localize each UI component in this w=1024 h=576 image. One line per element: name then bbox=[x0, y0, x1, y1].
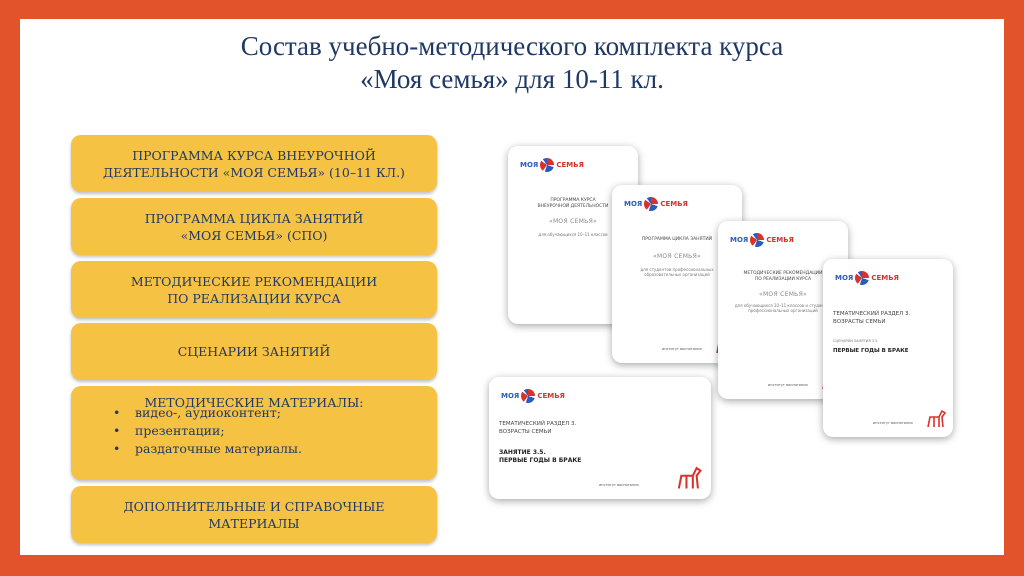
item-method-materials: МЕТОДИЧЕСКИЕ МАТЕРИАЛЫ: видео-, аудиокон… bbox=[71, 386, 437, 480]
doc-text: ПЕРВЫЕ ГОДЫ В БРАКЕ bbox=[499, 457, 582, 464]
item-additional-materials: ДОПОЛНИТЕЛЬНЫЕ И СПРАВОЧНЫЕ МАТЕРИАЛЫ bbox=[71, 486, 437, 543]
item-method-recommendations: МЕТОДИЧЕСКИЕ РЕКОМЕНДАЦИИ ПО РЕАЛИЗАЦИИ … bbox=[71, 261, 437, 318]
list-item: раздаточные материалы. bbox=[113, 440, 302, 458]
materials-list: видео-, аудиоконтент; презентации; разда… bbox=[113, 404, 302, 458]
item-label: МАТЕРИАЛЫ bbox=[208, 515, 300, 531]
doc-text: МЕТОДИЧЕСКИЕ РЕКОМЕНДАЦИИ bbox=[743, 271, 823, 276]
item-label: ДОПОЛНИТЕЛЬНЫЕ И СПРАВОЧНЫЕ bbox=[123, 498, 385, 514]
item-label: СЦЕНАРИИ ЗАНЯТИЙ bbox=[177, 344, 331, 359]
list-item: видео-, аудиоконтент; bbox=[113, 404, 302, 422]
doc-text: для студентов профессиональных образоват… bbox=[640, 267, 714, 277]
doc-text: ПРОГРАММА ЦИКЛА ЗАНЯТИЙ bbox=[641, 237, 713, 242]
doc-text: СЦЕНАРИЙ ЗАНЯТИЯ 3.5 bbox=[833, 339, 878, 343]
doc-text: для обучающихся 10–11 классов bbox=[538, 232, 608, 237]
doc-text: ВОЗРАСТЫ СЕМЬИ bbox=[833, 319, 886, 325]
doc-text: ЗАНЯТИЕ 3.5. bbox=[499, 449, 546, 456]
doc-text: институт воспитания bbox=[768, 383, 808, 387]
item-label: ПО РЕАЛИЗАЦИИ КУРСА bbox=[167, 290, 341, 306]
doc-text: ТЕМАТИЧЕСКИЙ РАЗДЕЛ 3. bbox=[833, 311, 911, 317]
doc-text: ПО РЕАЛИЗАЦИИ КУРСА bbox=[754, 277, 812, 282]
list-item: презентации; bbox=[113, 422, 302, 440]
item-label: ПРОГРАММА КУРСА ВНЕУРОЧНОЙ bbox=[132, 147, 376, 163]
doc-text: ПРОГРАММА КУРСА bbox=[550, 198, 596, 203]
horse-icon bbox=[677, 466, 702, 489]
item-label: ДЕЯТЕЛЬНОСТИ «МОЯ СЕМЬЯ» (10–11 КЛ.) bbox=[103, 164, 405, 180]
title-line-2: «Моя семья» для 10-11 кл. bbox=[360, 64, 664, 94]
item-lesson-scenarios: СЦЕНАРИИ ЗАНЯТИЙ bbox=[71, 323, 437, 380]
doc-text: «МОЯ СЕМЬЯ» bbox=[652, 253, 702, 260]
item-label: ПРОГРАММА ЦИКЛА ЗАНЯТИЙ bbox=[144, 210, 364, 226]
doc-text: институт воспитания bbox=[873, 421, 913, 425]
slide-title: Состав учебно-методического комплекта ку… bbox=[0, 30, 1024, 96]
item-label: МЕТОДИЧЕСКИЕ РЕКОМЕНДАЦИИ bbox=[130, 273, 378, 289]
doc-text: институт воспитания bbox=[599, 483, 639, 487]
item-program-course: ПРОГРАММА КУРСА ВНЕУРОЧНОЙ ДЕЯТЕЛЬНОСТИ … bbox=[71, 135, 437, 192]
doc-text: институт воспитания bbox=[662, 347, 702, 351]
doc-text: «МОЯ СЕМЬЯ» bbox=[548, 218, 598, 225]
doc-text: для обучающихся 10–11 классов и студенто… bbox=[734, 303, 832, 313]
item-label: «МОЯ СЕМЬЯ» (СПО) bbox=[180, 227, 328, 243]
doc-text: «МОЯ СЕМЬЯ» bbox=[758, 291, 808, 298]
item-program-cycle: ПРОГРАММА ЦИКЛА ЗАНЯТИЙ «МОЯ СЕМЬЯ» (СПО… bbox=[71, 198, 437, 255]
doc-text: ПЕРВЫЕ ГОДЫ В БРАКЕ bbox=[833, 348, 909, 354]
title-line-1: Состав учебно-методического комплекта ку… bbox=[240, 31, 784, 61]
doc-text: ТЕМАТИЧЕСКИЙ РАЗДЕЛ 3. bbox=[499, 421, 577, 427]
doc-text: ВОЗРАСТЫ СЕМЬИ bbox=[499, 429, 552, 435]
horse-icon bbox=[927, 409, 947, 428]
doc-text: ВНЕУРОЧНОЙ ДЕЯТЕЛЬНОСТИ bbox=[537, 204, 609, 209]
